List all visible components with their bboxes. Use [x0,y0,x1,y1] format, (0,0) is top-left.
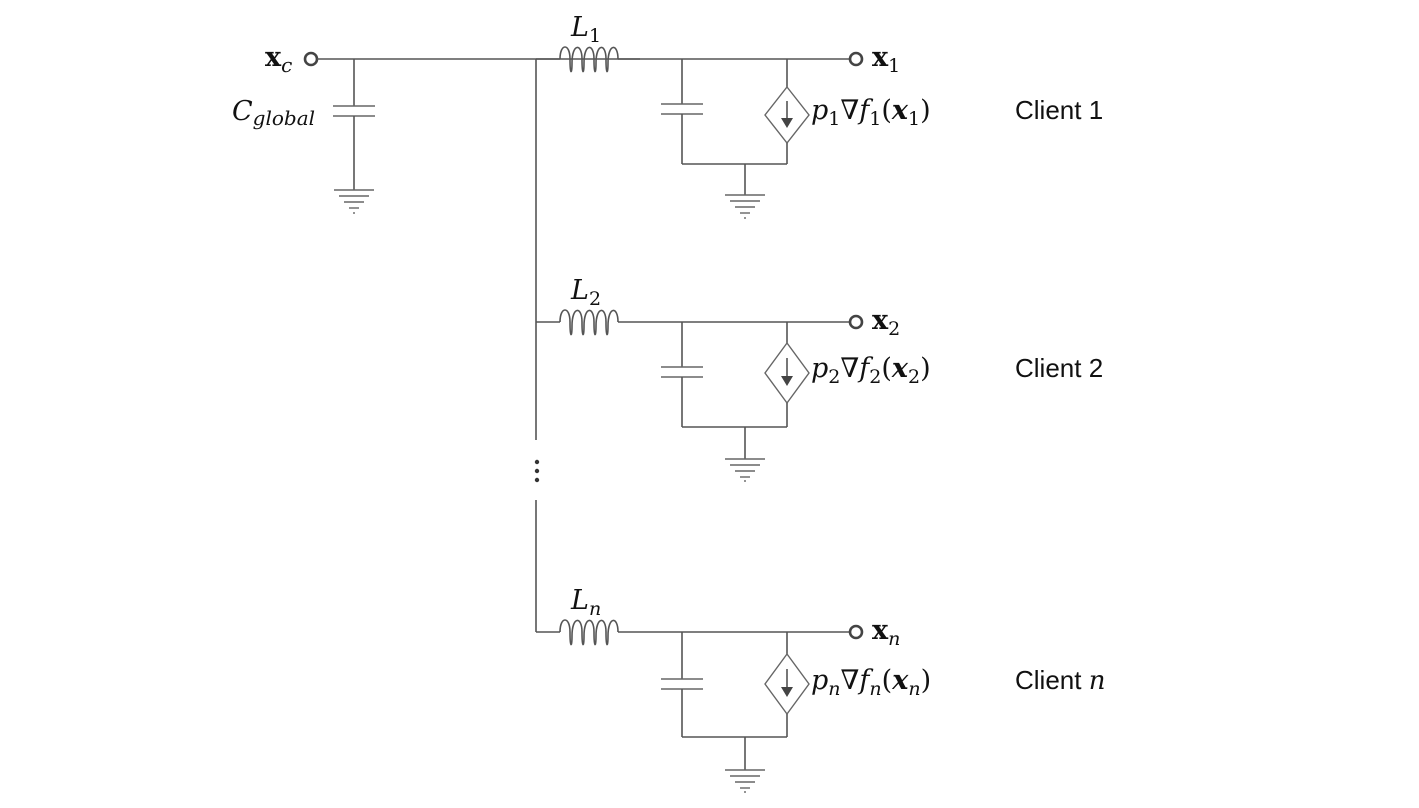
client-1-label: Client 1 [1015,95,1103,125]
global-node-label: xc [265,42,292,77]
client-2-inductor [559,309,619,336]
client-2-label: Client 2 [1015,353,1103,383]
client-n-ground-symbol [725,769,765,793]
client-1-ground-symbol [725,194,765,219]
client-1-terminal [848,51,864,67]
client-2-terminal [848,314,864,330]
global-terminal [303,51,319,67]
client-n-source-label: pn∇fn(xn) [811,665,931,700]
client-1-branch: L1 x1 p1∇f1(x1) Client 1 [536,12,1103,219]
global-node: xc Cglobal [232,42,640,214]
client-n-source-arrow-head [781,687,793,697]
client-2-branch: L2 x2 p2∇f2(x2) Client 2 [536,275,1103,482]
client-1-inductor-label: L1 [570,12,601,47]
client-n-branch: Ln xn pn∇fn(xn) Client n [536,585,1105,793]
client-1-node-label: x1 [872,42,900,77]
client-1-source-arrow-head [781,118,793,128]
client-2-inductor-label: L2 [570,275,601,310]
client-2-source-arrow-head [781,376,793,386]
client-2-source-label: p2∇f2(x2) [811,353,931,388]
client-n-inductor [559,619,619,646]
client-1-source-label: p1∇f1(x1) [811,95,931,130]
client-n-node-label: xn [872,615,900,650]
global-ground-symbol [334,189,374,214]
client-n-label: Client n [1015,665,1105,696]
client-2-node-label: x2 [872,305,900,340]
client-2-ground-symbol [725,458,765,482]
client-n-inductor-label: Ln [570,585,601,620]
global-cap-label: Cglobal [232,96,315,130]
vertical-ellipsis [534,459,540,483]
client-1-inductor [559,46,619,73]
client-n-terminal [848,624,864,640]
